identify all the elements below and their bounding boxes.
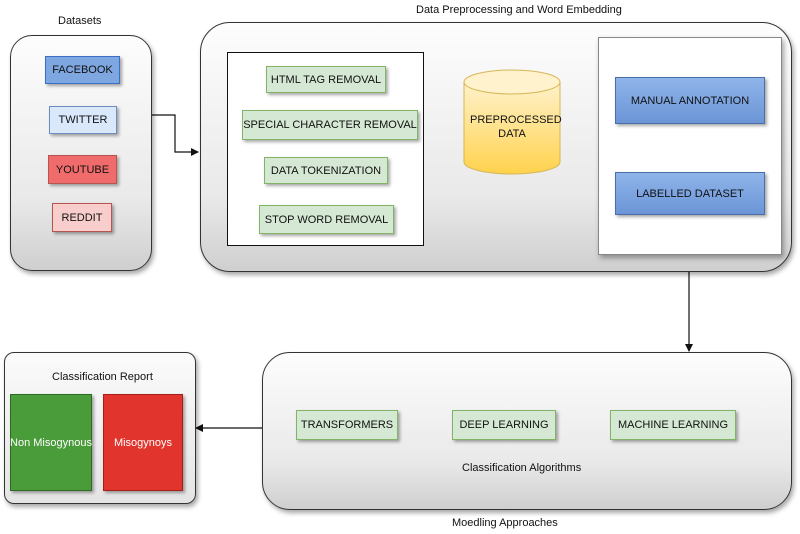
preprocessing-title: Data Preprocessing and Word Embedding	[416, 4, 622, 16]
preprocessed-data-label-line1: PREPROCESSED	[470, 114, 562, 126]
step-special-character-removal: SPECIAL CHARACTER REMOVAL	[242, 110, 418, 140]
manual-annotation-box: MANUAL ANNOTATION	[615, 77, 765, 124]
classification-report-title: Classification Report	[52, 371, 153, 383]
classification-algorithms-label: Classification Algorithms	[462, 462, 582, 474]
dataset-facebook: FACEBOOK	[45, 56, 120, 84]
step-html-tag-removal: HTML TAG REMOVAL	[266, 66, 386, 93]
arrow-datasets-to-preprocessing	[152, 114, 199, 156]
datasets-title: Datasets	[58, 15, 102, 27]
dataset-youtube: YOUTUBE	[48, 155, 117, 184]
preprocessed-data-cylinder	[463, 69, 561, 175]
class-misogynous: Misogynoys	[103, 394, 183, 491]
dataset-twitter: TWITTER	[49, 106, 117, 134]
algorithm-machine-learning: MACHINE LEARNING	[610, 410, 736, 440]
algorithm-deep-learning: DEEP LEARNING	[452, 410, 556, 440]
step-data-tokenization: DATA TOKENIZATION	[264, 157, 388, 184]
modelling-approaches-title: Moedling Approaches	[452, 517, 558, 529]
dataset-reddit: REDDIT	[52, 203, 112, 232]
step-stop-word-removal: STOP WORD REMOVAL	[259, 205, 394, 234]
class-non-misogynous: Non Misogynous	[10, 394, 92, 491]
algorithm-transformers: TRANSFORMERS	[296, 410, 398, 440]
annotation-panel	[598, 37, 782, 255]
labelled-dataset-box: LABELLED DATASET	[615, 172, 765, 215]
preprocessed-data-label-line2: DATA	[498, 128, 526, 140]
